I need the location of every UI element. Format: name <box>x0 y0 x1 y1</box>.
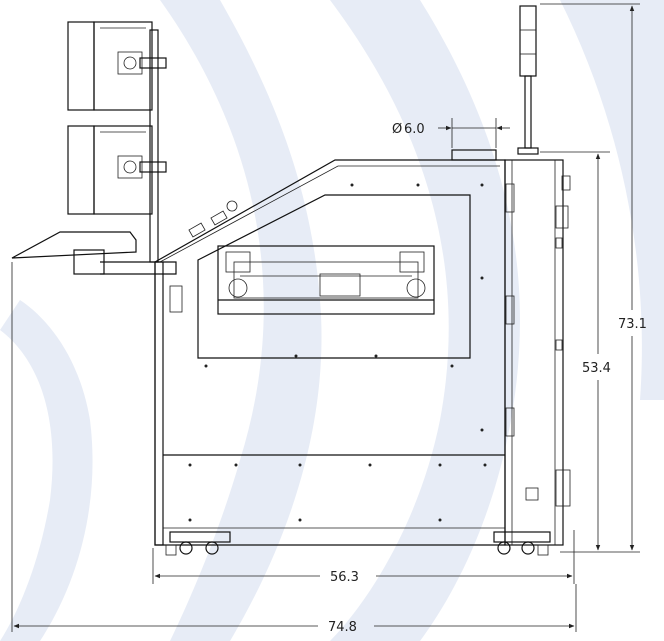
dimension-cabinet-height: 53.4 <box>540 151 611 551</box>
caster-right <box>493 531 551 556</box>
dimension-top-diameter: Ø 6.0 <box>392 118 510 148</box>
top-diameter-label: 6.0 <box>404 122 425 137</box>
cabinet-width-label: 56.3 <box>330 570 359 585</box>
electrical-cabinet <box>504 159 571 546</box>
machine-body <box>154 149 506 546</box>
keyboard-tray <box>11 231 177 275</box>
dimension-cabinet-width: 56.3 <box>152 530 575 585</box>
monitor-mount-pole <box>139 29 167 263</box>
overall-height-label: 73.1 <box>618 317 647 332</box>
overall-width-label: 74.8 <box>328 620 357 635</box>
monitor-top <box>67 21 153 111</box>
diameter-symbol: Ø <box>392 122 402 137</box>
dimension-overall-height: 73.1 <box>540 3 647 553</box>
caster-left <box>165 531 231 556</box>
monitor-bottom <box>67 125 153 215</box>
cabinet-height-label: 53.4 <box>582 361 611 376</box>
signal-tower-light <box>517 5 539 155</box>
dimension-overall-width: 74.8 <box>11 262 577 635</box>
